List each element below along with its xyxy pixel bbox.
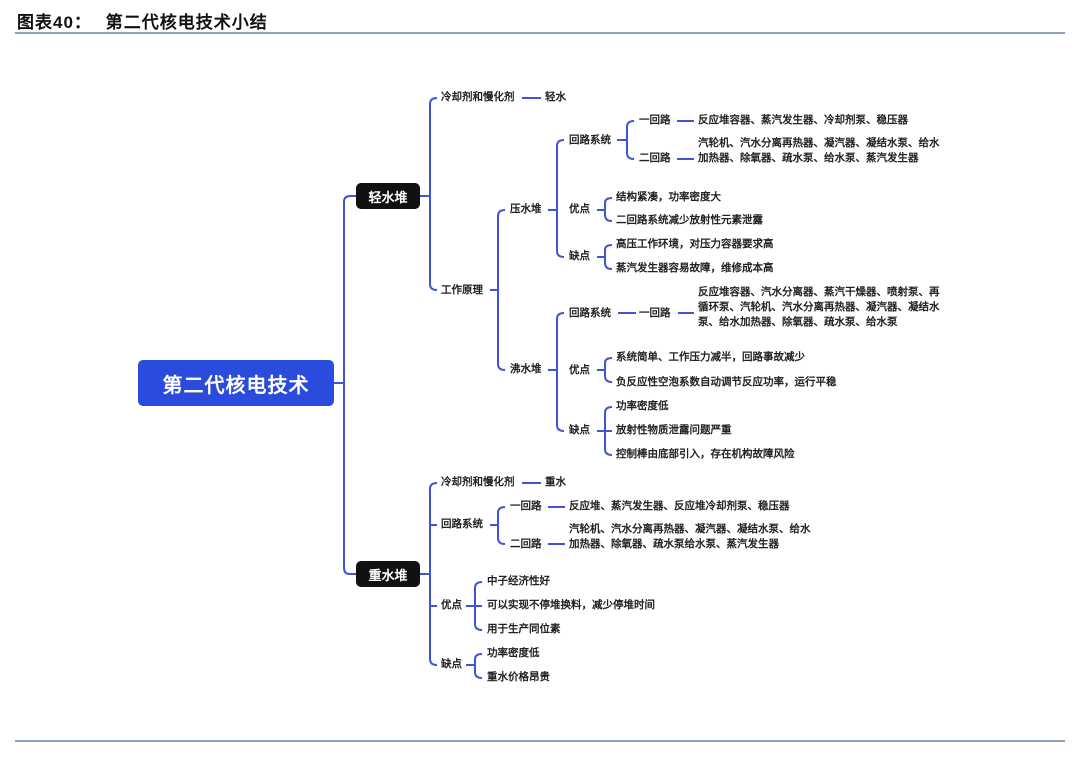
connector-root-trunk <box>343 195 351 575</box>
hw-primary-value: 反应堆、蒸汽发生器、反应堆冷却剂泵、稳压器 <box>569 500 790 512</box>
pwr-pros-label: 优点 <box>569 203 590 215</box>
figure-title: 图表40： 第二代核电技术小结 <box>17 8 268 33</box>
pwr-con-item: 蒸汽发生器容易故障，维修成本高 <box>616 262 774 274</box>
hw-con-item: 重水价格昂贵 <box>487 671 550 683</box>
bwr-primary-value: 反应堆容器、汽水分离器、蒸汽干燥器、喷射泵、再循环泵、汽轮机、汽水分离再热器、凝… <box>698 286 940 328</box>
pwr-secondary-label: 二回路 <box>639 152 671 164</box>
bwr-loop-label: 回路系统 <box>569 307 611 319</box>
lw-coolant-value: 轻水 <box>545 91 566 103</box>
category-light-water: 轻水堆 <box>356 183 420 209</box>
bwr-pro-item: 系统简单、工作压力减半，回路事故减少 <box>616 351 805 363</box>
hw-con-item: 功率密度低 <box>487 647 540 659</box>
pwr-con-item: 高压工作环境，对压力容器要求高 <box>616 238 774 250</box>
lw-coolant-label: 冷却剂和慢化剂 <box>441 91 515 103</box>
pwr-label: 压水堆 <box>510 203 542 215</box>
top-divider <box>15 32 1065 34</box>
hw-pro-item: 用于生产同位素 <box>487 623 561 635</box>
bwr-primary-label: 一回路 <box>639 307 671 319</box>
pwr-loop-label: 回路系统 <box>569 134 611 146</box>
hw-primary-label: 一回路 <box>510 500 542 512</box>
pwr-primary-value: 反应堆容器、蒸汽发生器、冷却剂泵、稳压器 <box>698 114 908 126</box>
hw-pro-item: 中子经济性好 <box>487 575 550 587</box>
hw-secondary-value: 汽轮机、汽水分离再热器、凝汽器、凝结水泵、给水加热器、除氧器、疏水泵给水泵、蒸汽… <box>569 523 811 550</box>
figure-title-prefix: 图表 <box>17 13 53 33</box>
bwr-cons-label: 缺点 <box>569 424 590 436</box>
pwr-pro-item: 结构紧凑，功率密度大 <box>616 191 721 203</box>
figure-title-text: 第二代核电技术小结 <box>105 13 268 33</box>
bwr-label: 沸水堆 <box>510 363 542 375</box>
bwr-con-item: 控制棒由底部引入，存在机构故障风险 <box>616 448 795 460</box>
pwr-cons-label: 缺点 <box>569 250 590 262</box>
category-heavy-water: 重水堆 <box>356 561 420 587</box>
figure-number: 40： <box>53 13 92 32</box>
hw-coolant-value: 重水 <box>545 476 566 488</box>
bottom-divider <box>15 740 1065 742</box>
hw-loop-label: 回路系统 <box>441 518 483 530</box>
hw-cons-label: 缺点 <box>441 658 462 670</box>
bwr-con-item: 放射性物质泄露问题严重 <box>616 424 732 436</box>
pwr-secondary-value: 汽轮机、汽水分离再热器、凝汽器、凝结水泵、给水加热器、除氧器、疏水泵、给水泵、蒸… <box>698 137 940 164</box>
root-node: 第二代核电技术 <box>138 360 334 406</box>
bwr-pro-item: 负反应性空泡系数自动调节反应功率，运行平稳 <box>616 376 837 388</box>
hw-pros-label: 优点 <box>441 599 462 611</box>
bwr-con-item: 功率密度低 <box>616 400 669 412</box>
bwr-pros-label: 优点 <box>569 364 590 376</box>
hw-secondary-label: 二回路 <box>510 538 542 550</box>
pwr-pro-item: 二回路系统减少放射性元素泄露 <box>616 214 763 226</box>
pwr-primary-label: 一回路 <box>639 114 671 126</box>
hw-pro-item: 可以实现不停堆换料，减少停堆时间 <box>487 599 655 611</box>
lw-principle-label: 工作原理 <box>441 284 483 296</box>
hw-coolant-label: 冷却剂和慢化剂 <box>441 476 515 488</box>
